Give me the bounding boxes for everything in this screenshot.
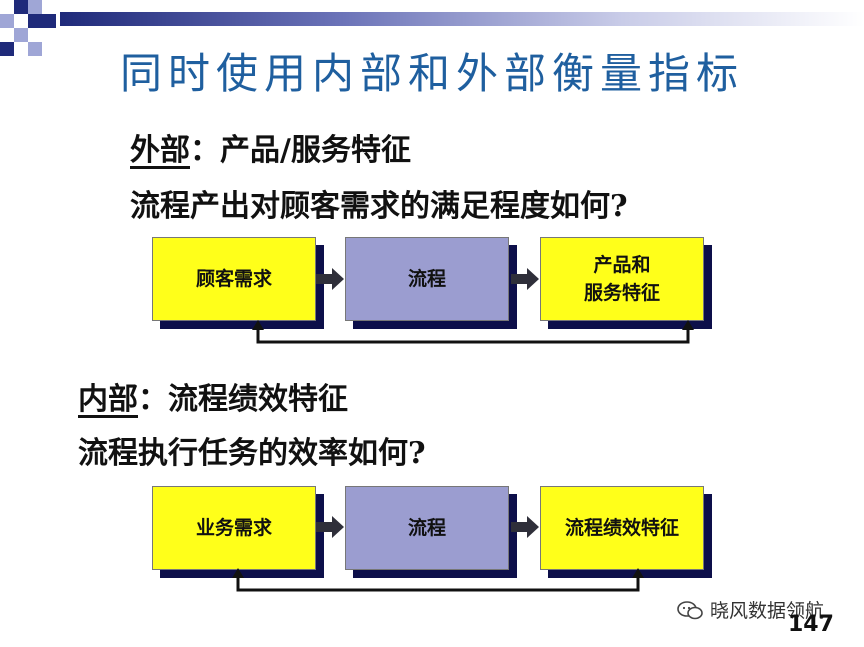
internal-label: 内部	[78, 382, 138, 417]
slide-title: 同时使用内部和外部衡量指标	[119, 49, 744, 98]
right-arrow-icon	[316, 516, 344, 538]
internal-colon: ：	[138, 382, 168, 417]
external-heading: 外部：产品/服务特征	[130, 125, 411, 169]
right-arrow-icon	[511, 516, 539, 538]
external-box-product-service: 产品和 服务特征	[540, 237, 704, 321]
external-question: 流程产出对顾客需求的满足程度如何?	[130, 189, 628, 224]
feedback-loop-arrow-icon	[232, 568, 644, 592]
internal-question: 流程执行任务的效率如何?	[78, 436, 426, 471]
right-arrow-icon	[511, 268, 539, 290]
internal-heading: 内部：流程绩效特征	[78, 374, 348, 418]
external-colon: ：	[190, 133, 220, 168]
wechat-icon	[677, 600, 703, 619]
watermark: 晓风数据领航	[676, 596, 824, 623]
external-box-process: 流程	[345, 237, 509, 321]
external-label: 外部	[130, 133, 190, 168]
page-number: 147	[788, 612, 834, 637]
feedback-loop-arrow-icon	[252, 320, 694, 344]
internal-heading-text: 流程绩效特征	[168, 382, 348, 417]
internal-box-process: 流程	[345, 486, 509, 570]
decorative-corner	[0, 0, 864, 60]
internal-box-business-needs: 业务需求	[152, 486, 316, 570]
external-heading-text: 产品/服务特征	[220, 133, 411, 168]
external-box-customer-needs: 顾客需求	[152, 237, 316, 321]
right-arrow-icon	[316, 268, 344, 290]
watermark-text: 晓风数据领航	[710, 600, 825, 622]
internal-box-process-performance: 流程绩效特征	[540, 486, 704, 570]
